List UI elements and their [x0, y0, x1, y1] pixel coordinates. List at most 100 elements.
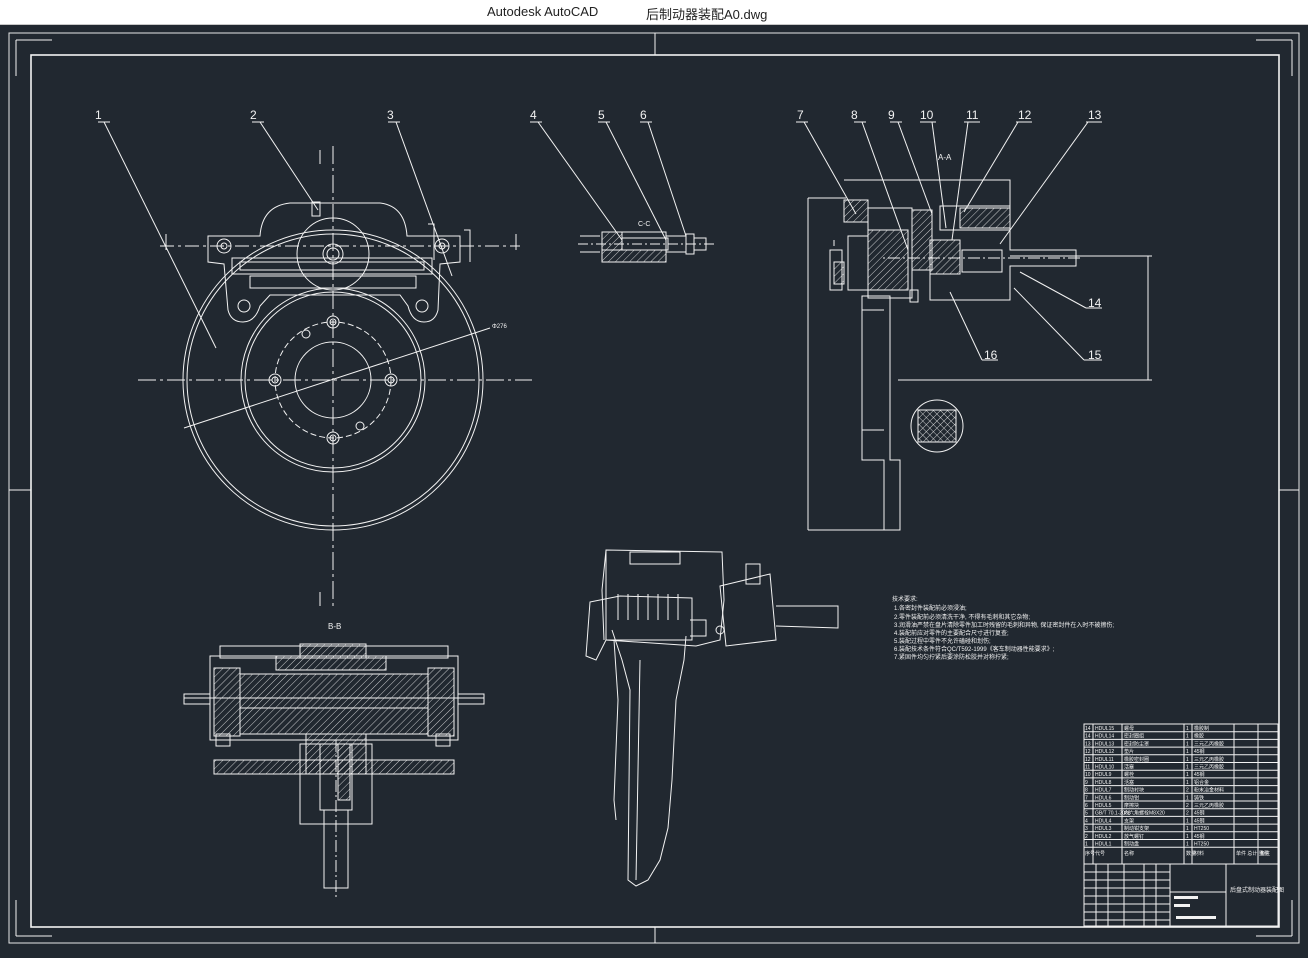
balloon-14: 14 — [1088, 296, 1102, 310]
parts-list-cell: HDUL12 — [1095, 749, 1114, 755]
tech-req-item: 1.各密封件装配前必须浸油; — [894, 604, 967, 612]
parts-list-cell: 三元乙丙橡胶 — [1194, 802, 1224, 809]
parts-list-cell: HDUL9 — [1095, 772, 1112, 778]
balloon-9: 9 — [888, 108, 895, 122]
parts-list-cell: 1 — [1186, 818, 1189, 824]
parts-list-cell: 1 — [1186, 749, 1189, 755]
parts-list-cell: HDUL14 — [1095, 734, 1114, 740]
title-block — [1083, 863, 1279, 927]
parts-list-cell: 活塞 — [1124, 779, 1134, 786]
parts-list-cell: 制动衬块 — [1124, 787, 1144, 794]
parts-list-header-cell: 单件 总计 重量 — [1236, 850, 1269, 857]
parts-list-cell: 13 — [1085, 741, 1091, 747]
parts-list-cell: 制动钳 — [1124, 794, 1139, 801]
parts-list-cell: 5 — [1085, 811, 1088, 817]
parts-list-cell: GB/T 70.1-2008 — [1095, 811, 1131, 817]
parts-list-cell: 铸铁 — [1194, 794, 1204, 801]
parts-list-cell: 10 — [1085, 772, 1091, 778]
parts-list-cell: 螺栓 — [1124, 771, 1134, 778]
parts-list-cell: HDUL15 — [1095, 726, 1114, 732]
parts-list-cell: 1 — [1186, 772, 1189, 778]
tech-req-item: 6.装配技术条件符合QC/T592-1999《客车制动器性能要求》; — [894, 645, 1055, 653]
front-view-disc: Φ276 — [138, 146, 532, 606]
balloon-16: 16 — [984, 348, 998, 362]
parts-list-header-cell: 材料 — [1194, 850, 1204, 857]
parts-list-cell: HDUL1 — [1095, 842, 1112, 848]
section-a-a-view — [807, 179, 1152, 531]
parts-list-cell: HT250 — [1194, 842, 1209, 848]
parts-list-cell: 制动钳支架 — [1124, 825, 1149, 832]
parts-list-cell: 1 — [1186, 734, 1189, 740]
parts-list-cell: HDUL3 — [1095, 826, 1112, 832]
title-block-title: 后盘式制动器装配图 — [1230, 886, 1284, 894]
parts-list-cell: 密封防尘罩 — [1124, 740, 1149, 747]
window-titlebar: Autodesk AutoCAD 后制动器装配A0.dwg — [0, 0, 1308, 25]
parts-list-cell: 2 — [1186, 803, 1189, 809]
balloon-15: 15 — [1088, 348, 1102, 362]
parts-list-cell: 1 — [1186, 826, 1189, 832]
balloon-1: 1 — [95, 108, 102, 122]
balloon-3: 3 — [387, 108, 394, 122]
parts-list-cell: 3 — [1085, 826, 1088, 832]
parts-list-cell: HT250 — [1194, 826, 1209, 832]
tech-req-heading: 技术要求: — [892, 595, 918, 603]
parts-list-cell: 7 — [1085, 795, 1088, 801]
parts-list-cell: HDUL8 — [1095, 780, 1112, 786]
balloon-5: 5 — [598, 108, 605, 122]
technical-requirements: 技术要求: 1.各密封件装配前必须浸油; 2.零件装配前必须清洗干净, 不得有毛… — [892, 595, 1114, 661]
parts-list-header-cell: 代号 — [1095, 850, 1105, 857]
parts-list-cell: 14 — [1085, 726, 1091, 732]
parts-list-cell: 放气螺钉 — [1124, 833, 1144, 840]
parts-list-cell: 垫片 — [1124, 748, 1134, 755]
parts-list-cell: 2 — [1186, 811, 1189, 817]
section-b-b-view — [183, 643, 485, 900]
parts-list-header-cell: 备注 — [1260, 850, 1270, 857]
parts-list-cell: 1 — [1186, 780, 1189, 786]
parts-list-cell: 45钢 — [1194, 817, 1205, 824]
section-c-c-bolt — [530, 121, 716, 263]
parts-list-cell: 三元乙丙橡胶 — [1194, 764, 1224, 771]
parts-list-cell: 三元乙丙橡胶 — [1194, 756, 1224, 763]
parts-list-cell: HDUL10 — [1095, 765, 1114, 771]
parts-list-cell: 12 — [1085, 757, 1091, 763]
document-title: 后制动器装配A0.dwg — [646, 7, 768, 22]
parts-list-cell: 45钢 — [1194, 810, 1205, 817]
parts-list-cell: 9 — [1085, 780, 1088, 786]
parts-list-cell: 三元乙丙橡胶 — [1194, 740, 1224, 747]
parts-list-cell: 12 — [1085, 749, 1091, 755]
balloon-13: 13 — [1088, 108, 1102, 122]
app-title: Autodesk AutoCAD — [487, 4, 599, 19]
parts-list-table — [1083, 723, 1279, 865]
tech-req-item: 5.装配过程中零件不允许磕碰和划伤; — [894, 637, 991, 645]
balloon-6: 6 — [640, 108, 647, 122]
parts-list-cell: 密封圈组 — [1124, 733, 1144, 740]
balloons-front-view — [98, 121, 453, 349]
tech-req-item: 2.零件装配前必须清洗干净, 不得有毛刺和其它杂物; — [894, 613, 1030, 621]
parts-list-cell: 1 — [1186, 842, 1189, 848]
parts-list-cell: 1 — [1186, 795, 1189, 801]
parts-list-cell: 11 — [1085, 765, 1090, 771]
drawing-canvas[interactable]: Φ276 1 2 3 — [0, 25, 1308, 953]
parts-list-cell: 橡胶 — [1194, 733, 1204, 740]
parts-list-cell: 6 — [1085, 803, 1088, 809]
balloon-7: 7 — [797, 108, 804, 122]
parts-list-header-cell: 名称 — [1124, 850, 1134, 857]
svg-text:Φ276: Φ276 — [492, 324, 507, 330]
parts-list-cell: 14 — [1085, 734, 1091, 740]
parts-list-cell: HDUL7 — [1095, 788, 1112, 794]
cad-drawing[interactable]: Φ276 1 2 3 — [0, 25, 1308, 953]
parts-list-cell: 8 — [1085, 788, 1088, 794]
parts-list-cell: HDUL11 — [1095, 757, 1114, 763]
parts-list-cell: HDUL2 — [1095, 834, 1112, 840]
parts-list-cell: 摩擦块 — [1124, 802, 1139, 809]
parts-list-cell: 橡胶密封圈 — [1124, 756, 1149, 763]
tech-req-item: 4.装配前应对零件的主要配合尺寸进行复查; — [894, 629, 1009, 637]
parts-list-cell: HDUL13 — [1095, 741, 1114, 747]
parts-list-cell: 1 — [1085, 842, 1088, 848]
balloon-2: 2 — [250, 108, 257, 122]
parts-list-cell: 铝合金 — [1194, 779, 1209, 786]
parts-list-cell: 1 — [1186, 834, 1189, 840]
parts-list-cell: HDUL6 — [1095, 795, 1112, 801]
parts-list-cell: 粉末冶金材料 — [1194, 787, 1224, 794]
tech-req-item: 7.紧固件均匀拧紧后要涂防松胶并对称拧紧; — [894, 653, 1009, 661]
